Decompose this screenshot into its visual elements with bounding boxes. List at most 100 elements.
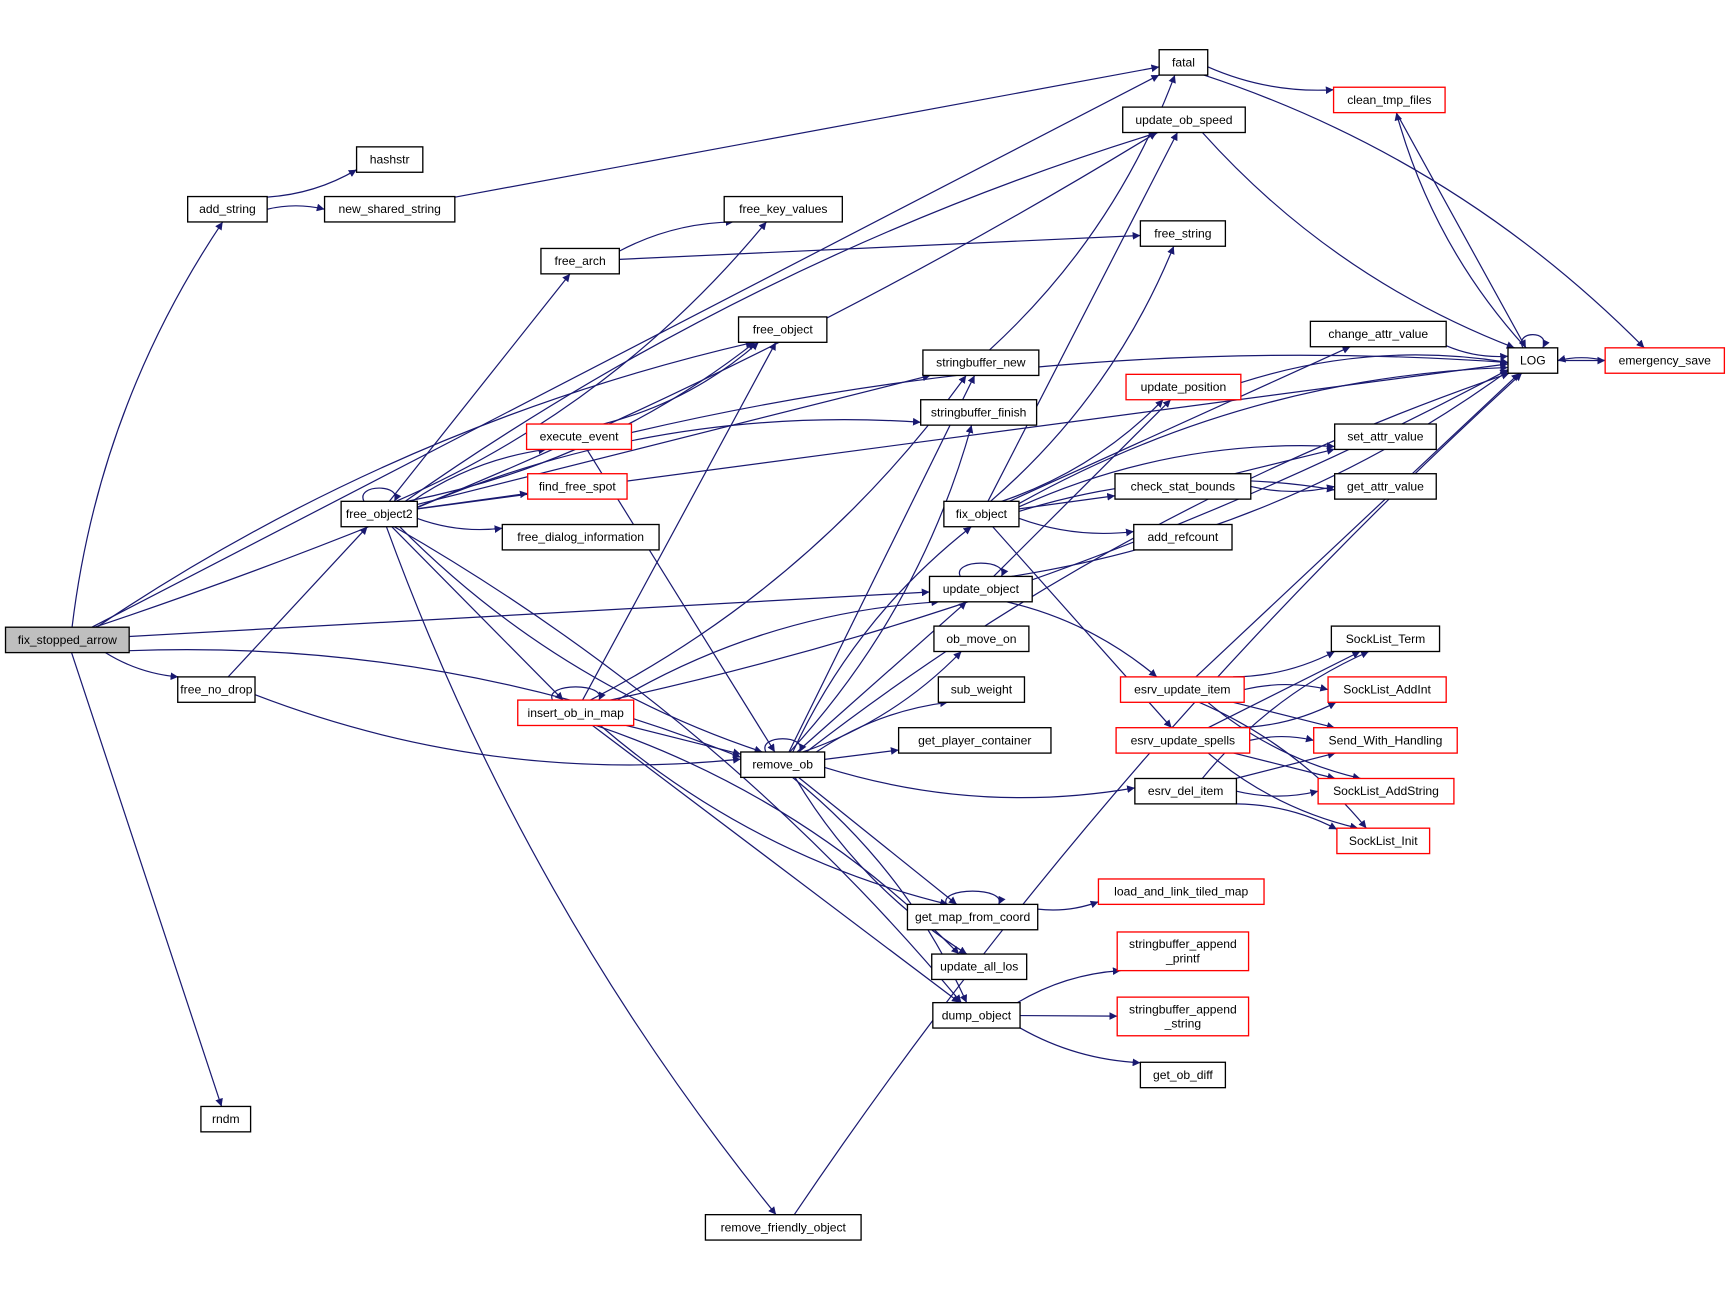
node-label: update_position <box>1141 380 1227 394</box>
node-box <box>1114 473 1252 500</box>
node-label: SockList_AddString <box>1333 784 1439 798</box>
edge-free_object2-to-free_arch <box>388 273 571 502</box>
node-emergency-save[interactable]: emergency_save <box>1604 347 1726 374</box>
edge-line <box>592 724 960 1004</box>
edge-line <box>1006 601 1158 678</box>
node-box <box>1139 220 1227 247</box>
node-socklist-term[interactable]: SockList_Term <box>1330 625 1441 653</box>
node-free-no-drop[interactable]: free_no_drop <box>177 676 256 703</box>
node-label: ob_move_on <box>946 632 1016 646</box>
node-dump-object[interactable]: dump_object <box>932 1001 1021 1029</box>
node-change-attr-value[interactable]: change_attr_value <box>1309 320 1447 348</box>
node-box <box>1116 931 1250 972</box>
node-box <box>187 195 268 223</box>
edge-line <box>958 562 1009 577</box>
node-new-shared-string[interactable]: new_shared_string <box>323 195 456 223</box>
node-label: free_arch <box>555 254 606 268</box>
edge-line <box>1207 752 1359 831</box>
node-send-with-handling[interactable]: Send_With_Handling <box>1313 727 1458 754</box>
node-rndm[interactable]: rndm <box>200 1105 252 1133</box>
edge-line <box>619 218 734 252</box>
node-get-ob-diff[interactable]: get_ob_diff <box>1139 1061 1227 1089</box>
node-socklist-addstring[interactable]: SockList_AddString <box>1317 777 1455 805</box>
node-socklist-addint[interactable]: SockList_AddInt <box>1327 676 1447 703</box>
node-stringbuffer-new[interactable]: stringbuffer_new <box>922 349 1040 377</box>
edge-dump_object-to-get_ob_diff <box>1019 1027 1141 1067</box>
node-check-stat-bounds[interactable]: check_stat_bounds <box>1114 473 1252 500</box>
edge-update_object-to-LOG <box>1011 370 1509 578</box>
node-free-object[interactable]: free_object <box>737 316 828 343</box>
node-update-ob-speed[interactable]: update_ob_speed <box>1122 106 1246 134</box>
edge-get_map_from_coord-to-load_and_link_tiled_map <box>1037 900 1099 911</box>
node-hashstr[interactable]: hashstr <box>355 146 424 173</box>
node-free-key-values[interactable]: free_key_values <box>723 195 843 223</box>
node-get-attr-value[interactable]: get_attr_value <box>1334 473 1437 500</box>
node-ob-move-on[interactable]: ob_move_on <box>933 625 1030 653</box>
edge-remove_ob-to-fix_object <box>792 526 972 753</box>
node-stringbuffer-finish[interactable]: stringbuffer_finish <box>920 399 1038 426</box>
node-fatal[interactable]: fatal <box>1158 49 1209 76</box>
edge-check_stat_bounds-to-get_attr_value <box>1250 484 1335 493</box>
node-clean-tmp-files[interactable]: clean_tmp_files <box>1332 86 1446 114</box>
node-label: check_stat_bounds <box>1131 479 1235 493</box>
node-label: rndm <box>212 1112 240 1126</box>
edge-remove_ob-to-update_all_los <box>794 777 968 955</box>
node-add-refcount[interactable]: add_refcount <box>1133 523 1233 551</box>
edge-fix_object-to-free_string <box>990 246 1175 502</box>
node-label: load_and_link_tiled_map <box>1114 885 1248 899</box>
node-box <box>1313 727 1458 754</box>
edge-line <box>1250 484 1335 493</box>
node-update-position[interactable]: update_position <box>1125 373 1242 401</box>
edge-fix_object-to-check_stat_bounds <box>1018 492 1116 510</box>
node-load-and-link-tiled-map[interactable]: load_and_link_tiled_map <box>1097 878 1265 906</box>
node-esrv-update-spells[interactable]: esrv_update_spells <box>1115 727 1251 754</box>
node-label: SockList_Term <box>1346 632 1426 646</box>
node-socklist-init[interactable]: SockList_Init <box>1336 827 1431 855</box>
node-fix-object[interactable]: fix_object <box>943 500 1020 528</box>
node-add-string[interactable]: add_string <box>187 195 268 223</box>
node-get-map-from-coord[interactable]: get_map_from_coord <box>906 903 1039 931</box>
node-label: stringbuffer_new <box>936 356 1026 370</box>
node-insert-ob-in-map[interactable]: insert_ob_in_map <box>517 699 635 727</box>
node-update-all-los[interactable]: update_all_los <box>931 953 1028 981</box>
node-find-free-spot[interactable]: find_free_spot <box>527 473 628 500</box>
node-sub-weight[interactable]: sub_weight <box>937 676 1026 703</box>
node-free-dialog-information[interactable]: free_dialog_information <box>501 523 660 551</box>
edge-line <box>582 342 777 701</box>
node-get-player-container[interactable]: get_player_container <box>897 727 1052 754</box>
edge-fix_object-to-set_attr_value <box>1018 442 1335 508</box>
edge-line <box>71 221 224 628</box>
node-log[interactable]: LOG <box>1507 347 1559 374</box>
edge-esrv_del_item-to-SockList_AddString <box>1236 789 1319 797</box>
node-box <box>1332 86 1446 114</box>
node-update-object[interactable]: update_object <box>928 575 1033 603</box>
edge-line <box>385 526 777 1216</box>
edge-line <box>1233 650 1335 678</box>
edge-remove_ob-to-sub_weight <box>815 699 948 753</box>
edge-line <box>91 74 1160 628</box>
node-stringbuffer-append-printf[interactable]: stringbuffer_append_printf <box>1116 931 1250 972</box>
node-label: add_string <box>199 202 256 216</box>
node-free-arch[interactable]: free_arch <box>540 247 620 275</box>
edge-line <box>802 651 962 753</box>
node-remove-ob[interactable]: remove_ob <box>740 751 826 779</box>
node-free-string[interactable]: free_string <box>1139 220 1227 247</box>
edge-line <box>1234 447 1335 475</box>
edges-layer <box>70 64 1645 1216</box>
node-esrv-update-item[interactable]: esrv_update_item <box>1119 676 1245 703</box>
node-execute-event[interactable]: execute_event <box>525 423 633 451</box>
edge-fix_stopped_arrow-to-add_string <box>71 221 224 628</box>
node-label: find_free_spot <box>539 479 616 493</box>
node-label: SockList_AddInt <box>1343 683 1431 697</box>
node-set-attr-value[interactable]: set_attr_value <box>1334 423 1437 451</box>
node-remove-friendly-object[interactable]: remove_friendly_object <box>704 1213 862 1241</box>
edge-fix_stopped_arrow-to-free_object <box>96 340 754 628</box>
edge-free_no_drop-to-remove_ob <box>254 694 741 766</box>
node-esrv-del-item[interactable]: esrv_del_item <box>1134 777 1238 805</box>
node-stringbuffer-append-string[interactable]: stringbuffer_append_string <box>1116 996 1250 1037</box>
node-label: Send_With_Handling <box>1329 733 1443 747</box>
node-box <box>1334 473 1437 500</box>
edge-remove_ob-to-stringbuffer_new <box>788 375 976 753</box>
node-free-object2[interactable]: free_object2 <box>340 500 418 528</box>
edge-free_object2-to-remove_friendly_object <box>385 526 777 1216</box>
